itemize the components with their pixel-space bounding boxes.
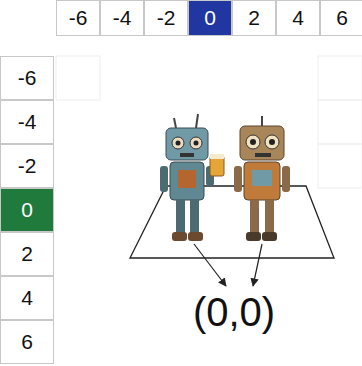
column-header: 2 <box>232 0 276 36</box>
leader-arrow <box>253 244 262 286</box>
robot-left <box>160 114 224 241</box>
row-header: -2 <box>0 144 54 188</box>
axis-value: -4 <box>113 6 132 30</box>
coordinate-label: (0,0) <box>193 290 275 335</box>
row-header: 6 <box>0 320 54 364</box>
robot-right <box>234 116 290 241</box>
axis-value: 2 <box>21 242 33 266</box>
axis-value: 4 <box>292 6 304 30</box>
leader-arrow <box>194 244 226 286</box>
row-header: -6 <box>0 56 54 100</box>
column-header: -4 <box>100 0 144 36</box>
axis-value: -6 <box>18 66 37 90</box>
row-header: 0 <box>0 188 54 232</box>
table-outline <box>130 186 334 258</box>
axis-value: 6 <box>336 6 348 30</box>
axis-value: 0 <box>204 6 216 30</box>
axis-value: -4 <box>18 110 37 134</box>
axis-value: 6 <box>21 330 33 354</box>
column-header: 6 <box>320 0 362 36</box>
row-header: 2 <box>0 232 54 276</box>
axis-value: 4 <box>21 286 33 310</box>
row-header: -4 <box>0 100 54 144</box>
axis-value: -6 <box>69 6 88 30</box>
axis-value: 2 <box>248 6 260 30</box>
column-header: -6 <box>56 0 100 36</box>
faint-grid <box>56 56 362 188</box>
column-header: -2 <box>144 0 188 36</box>
axis-value: -2 <box>18 154 37 178</box>
column-header: 4 <box>276 0 320 36</box>
axis-value: 0 <box>21 198 33 222</box>
row-header: 4 <box>0 276 54 320</box>
column-header: 0 <box>188 0 232 36</box>
axis-value: -2 <box>157 6 176 30</box>
